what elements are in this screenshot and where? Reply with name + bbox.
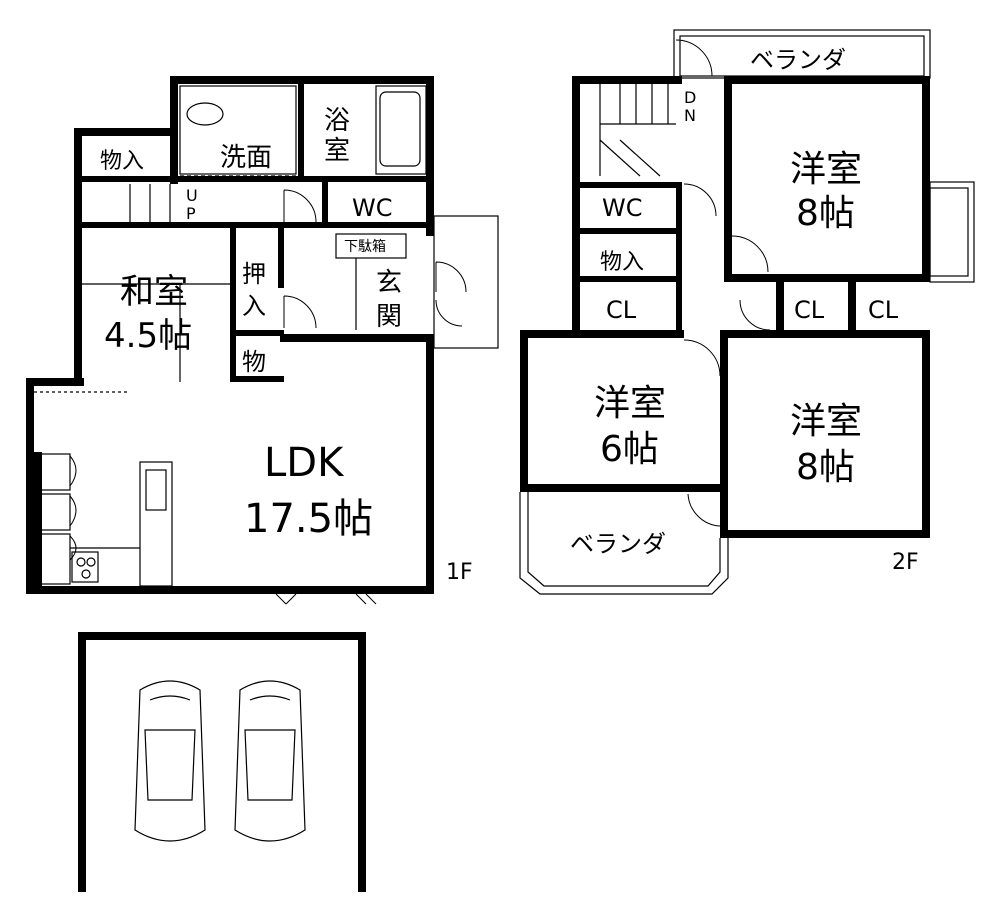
floor1-plan: [26, 76, 499, 605]
carport: [78, 632, 366, 892]
room-label-veranda-bottom: ベランダ: [570, 530, 666, 558]
room-label-wc: WC: [352, 194, 393, 222]
room-label-cl-left: CL: [606, 296, 637, 324]
room-size-ldk: 17.5帖: [244, 496, 374, 542]
room-size-youshitsu-w: 6帖: [600, 429, 659, 470]
room-label-youshitsu-w: 洋室: [594, 383, 667, 424]
room-label-washroom: 洗面: [220, 143, 273, 173]
stair-up-label: P: [186, 204, 196, 223]
room-label-storage-2f: 物入: [600, 250, 645, 275]
room-label-veranda-top: ベランダ: [750, 46, 846, 74]
floor2-plan: [519, 29, 975, 595]
floor-label-1f: 1F: [446, 560, 473, 585]
room-label-oshiire: 入: [242, 292, 266, 320]
room-size-youshitsu-se: 8帖: [796, 447, 855, 488]
room-label-youshitsu-se: 洋室: [790, 401, 863, 442]
room-label-oshiire: 押: [242, 260, 266, 288]
room-label-washitsu: 和室: [120, 272, 188, 312]
floor-label-2f: 2F: [892, 550, 919, 575]
room-label-ldk: LDK: [264, 440, 344, 486]
room-label-bath: 室: [324, 136, 351, 166]
stair-down-label: D: [684, 88, 697, 107]
room-label-cl-mid: CL: [794, 296, 825, 324]
room-label-bath: 浴: [324, 106, 351, 136]
stair-up-label: U: [186, 186, 198, 205]
room-size-washitsu: 4.5帖: [104, 316, 193, 356]
room-label-genkan: 玄: [376, 268, 403, 298]
shoebox-label: 下駄箱: [344, 239, 386, 255]
room-label-storage: 物入: [100, 149, 145, 174]
car-icon: [234, 680, 306, 842]
room-label-cl-right: CL: [868, 296, 899, 324]
stair-down-label: N: [684, 106, 696, 125]
room-label-youshitsu-ne: 洋室: [790, 149, 863, 190]
car-icon: [134, 680, 206, 842]
room-size-youshitsu-ne: 8帖: [796, 193, 855, 234]
room-label-mono: 物: [242, 348, 266, 376]
room-label-genkan: 関: [376, 302, 403, 332]
room-label-wc-2f: WC: [602, 194, 643, 222]
